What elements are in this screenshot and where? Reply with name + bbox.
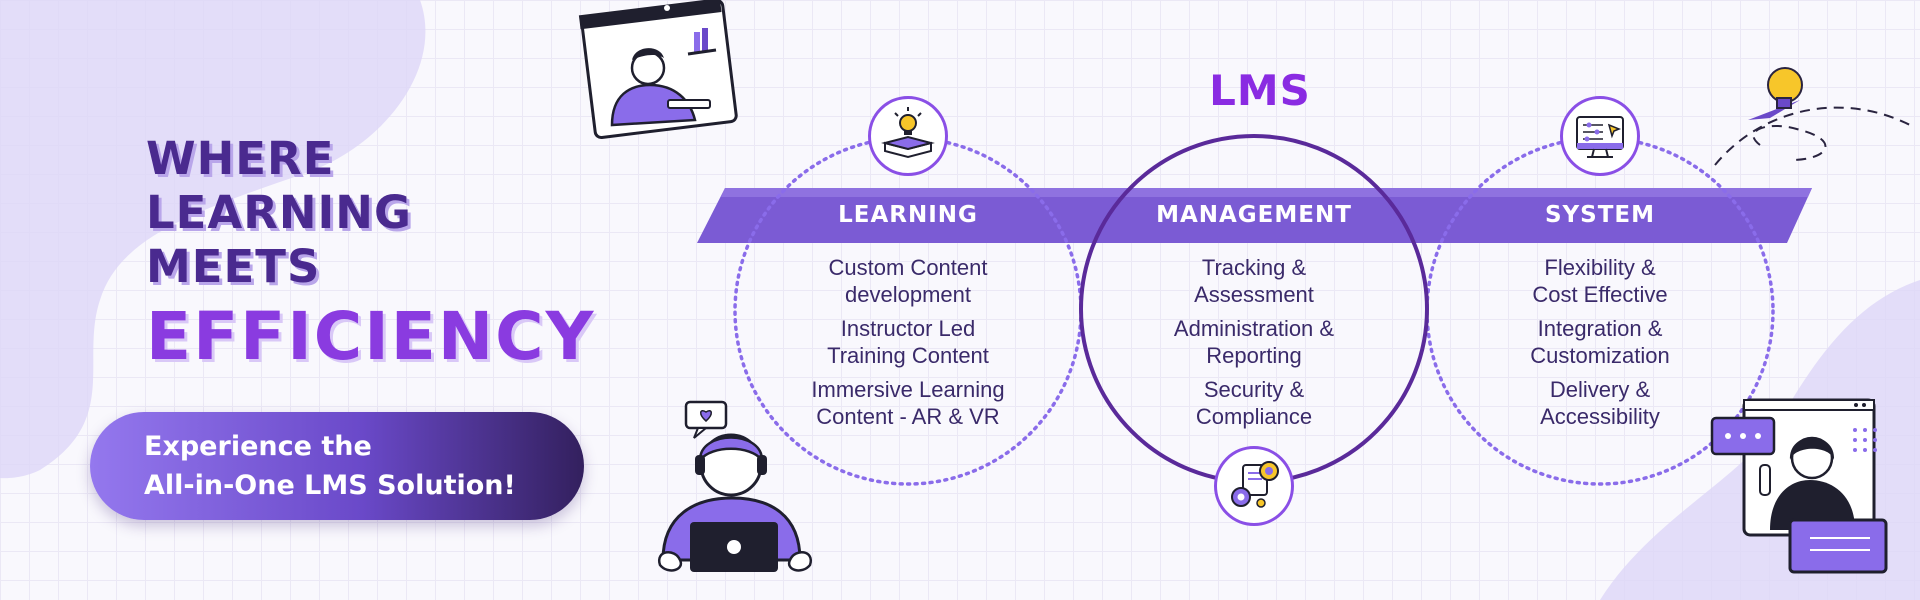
hero-headline: WHERE LEARNING MEETS EFFICIENCY — [146, 132, 595, 376]
student-headphones-laptop-illustration — [657, 400, 813, 572]
person-at-window-laptop-illustration — [578, 0, 738, 140]
woman-on-screen-chat-illustration — [1710, 398, 1888, 574]
open-book-lightbulb-icon — [881, 107, 935, 159]
lightbulb-paper-plane-icon — [1748, 67, 1803, 120]
cta-button[interactable]: Experience the All-in-One LMS Solution! — [90, 412, 584, 520]
list-item: Flexibility & Cost Effective — [1532, 255, 1668, 307]
management-heading: MANAGEMENT — [1156, 202, 1352, 228]
management-badge — [1214, 446, 1294, 526]
headline-line-1: WHERE — [146, 132, 335, 185]
monitor-sliders-cursor-icon — [1576, 116, 1624, 158]
headline-line-3: MEETS — [146, 240, 321, 293]
banner-band — [697, 188, 1812, 243]
list-item: Custom Content development — [828, 255, 988, 307]
lms-title: LMS — [1209, 66, 1311, 115]
system-items: Flexibility & Cost Effective Integration… — [1440, 254, 1760, 437]
list-item: Security & Compliance — [1195, 377, 1313, 429]
system-badge — [1560, 96, 1640, 176]
top-left-blob — [0, 0, 426, 479]
headline-emphasis: EFFICIENCY — [146, 298, 596, 375]
list-item: Administration & Reporting — [1173, 316, 1335, 368]
management-items: Tracking & Assessment Administration & R… — [1094, 254, 1414, 437]
list-item: Integration & Customization — [1530, 316, 1670, 368]
learning-badge — [868, 96, 948, 176]
list-item: Tracking & Assessment — [1194, 255, 1314, 307]
list-item: Instructor Led Training Content — [827, 316, 989, 368]
cta-line-2: All-in-One LMS Solution! — [144, 470, 516, 501]
list-item: Immersive Learning Content - AR & VR — [811, 377, 1005, 429]
gear-target-clipboard-icon — [1231, 461, 1279, 508]
headline-line-2: LEARNING — [146, 186, 412, 239]
dashed-swirl — [1714, 106, 1911, 166]
learning-heading: LEARNING — [838, 202, 978, 228]
learning-items: Custom Content development Instructor Le… — [748, 254, 1068, 437]
cta-line-1: Experience the — [144, 431, 372, 462]
list-item: Delivery & Accessibility — [1540, 377, 1660, 429]
system-heading: SYSTEM — [1544, 202, 1656, 228]
